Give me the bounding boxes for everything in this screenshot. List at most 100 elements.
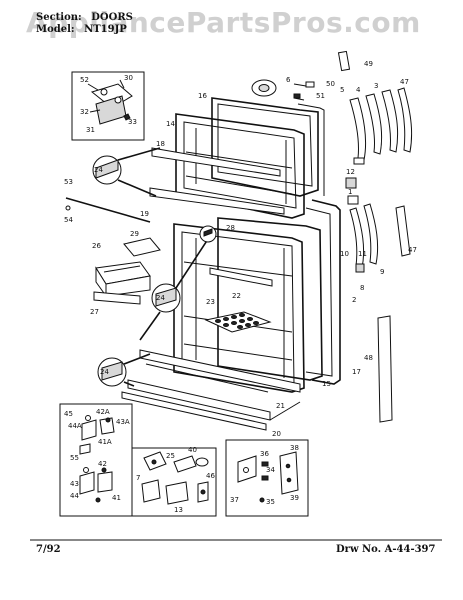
callout-54: 54 [64,216,73,224]
callout-35: 35 [266,498,275,506]
freezer-door-liner [175,113,305,219]
callout-30: 30 [124,74,133,82]
section-header: Section: DOORS [36,12,133,23]
callout-38: 38 [290,444,299,452]
callout-16: 16 [198,92,207,100]
freezer-handle-trim-set [337,50,413,189]
callout-34: 34 [266,466,275,474]
callout-41A: 41A [98,438,112,446]
callout-31: 31 [86,126,95,134]
callout-2: 2 [352,296,356,304]
detail-magnifier-1 [92,147,161,197]
fresh-door-shelf-bar [209,267,273,287]
fresh-food-door-outer [305,199,341,385]
callout-13: 13 [174,506,183,514]
door-bottom-trim-bars [121,349,301,431]
door-handle-strip [377,315,393,423]
callout-27: 27 [90,308,99,316]
callout-37: 37 [230,496,239,504]
hinge-right-parts [237,451,299,503]
footer-date: 7/92 [36,544,61,555]
callout-51: 51 [316,92,325,100]
callout-1: 1 [348,188,352,196]
butter-cover [123,237,161,257]
callout-3: 3 [374,82,378,90]
callout-44A: 44A [68,422,82,430]
callout-40: 40 [188,446,197,454]
detail-magnifier-2 [139,235,211,341]
callout-9: 9 [380,268,384,276]
door-stop-magnifier [199,225,217,243]
callout-21: 21 [276,402,285,410]
callout-49: 49 [364,60,373,68]
callout-45: 45 [64,410,73,418]
callout-28: 28 [226,224,235,232]
callout-55: 55 [70,454,79,462]
model-value: NT19JP [84,24,127,35]
freezer-door-outer [297,103,325,196]
callout-17: 17 [352,368,361,376]
callout-32: 32 [80,108,89,116]
detail-magnifier-3 [97,353,151,387]
egg-tray [204,311,272,333]
callout-26: 26 [92,242,101,250]
butter-compartment [95,261,151,298]
callout-48: 48 [364,354,373,362]
callout-23: 23 [206,298,215,306]
callout-15: 15 [322,380,331,388]
callout-39: 39 [290,494,299,502]
callout-52: 52 [80,76,89,84]
callout-43A: 43A [116,418,130,426]
callout-47-top: 47 [400,78,409,86]
callout-20: 20 [272,430,281,438]
callout-22: 22 [232,292,241,300]
section-label: Section: [36,12,82,23]
callout-24-c: 24 [100,368,109,376]
watermark: AppliancePartsPros.com [26,6,421,39]
callout-44: 44 [70,492,79,500]
callout-10: 10 [340,250,349,258]
callout-12: 12 [346,168,355,176]
callout-33: 33 [128,118,137,126]
callout-24-b: 24 [156,294,165,302]
callout-25: 25 [166,452,175,460]
hinge-left-parts [79,415,115,503]
fresh-food-door-gasket [217,217,323,381]
callout-24-a: 24 [94,166,103,174]
freezer-door-gasket [211,97,319,197]
fresh-food-handle-trim-set [347,195,411,273]
model-label: Model: [36,24,75,35]
callout-42: 42 [98,460,107,468]
callout-19: 19 [140,210,149,218]
callout-50: 50 [326,80,335,88]
callout-4: 4 [356,86,361,94]
callout-7: 7 [136,474,140,482]
inset-box-door-stops [131,447,217,517]
callout-47-bottom: 47 [408,246,417,254]
freezer-screw-parts [293,81,315,101]
callout-36: 36 [260,450,269,458]
trim-screw [65,205,71,211]
callout-6: 6 [286,76,291,84]
model-header: Model: NT19JP [36,24,127,35]
callout-5: 5 [340,86,344,94]
callout-8: 8 [360,284,364,292]
callout-29: 29 [130,230,139,238]
callout-41: 41 [112,494,121,502]
callout-11: 11 [358,250,367,258]
footer-drawing-number: Drw No. A-44-397 [336,544,436,555]
callout-18: 18 [156,140,165,148]
freezer-door-shelf-bar [149,147,285,215]
butter-door [93,291,141,305]
freezer-handle-cap [251,79,277,97]
door-stop-parts [141,451,209,505]
trim-strip [65,197,151,223]
callout-14: 14 [166,120,175,128]
callout-42A: 42A [96,408,110,416]
hinge-bracket-part [87,79,133,125]
callout-46: 46 [206,472,215,480]
callout-53: 53 [64,178,73,186]
inset-box-hinge-top [71,71,145,141]
section-value: DOORS [91,12,133,23]
